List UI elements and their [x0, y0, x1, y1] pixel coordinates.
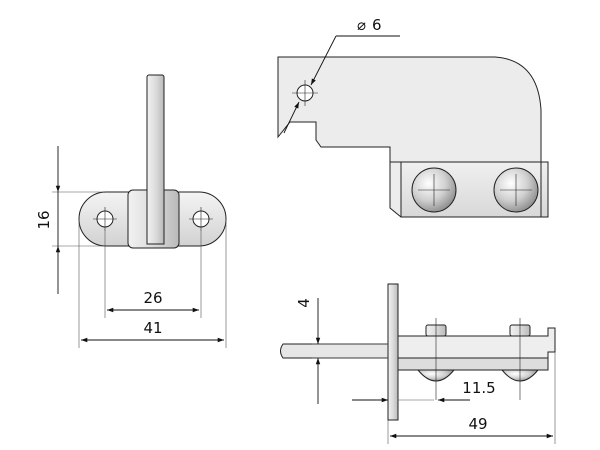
dim-11-5-label: 11.5 [462, 379, 495, 397]
dimension-height-16: 16 [35, 146, 104, 294]
channel-bracket [397, 327, 556, 359]
dim-diameter-symbol: ⌀ [357, 16, 366, 34]
dimension-offset-11-5: 11.5 [352, 379, 496, 403]
dimension-overall-length-49: 49 [387, 352, 556, 444]
horizontal-arm [280, 343, 389, 359]
dim-41-label: 41 [143, 319, 162, 337]
dim-16-label: 16 [35, 210, 53, 229]
side-view: ⌀ 6 [277, 16, 549, 218]
dim-4-label: 4 [295, 298, 313, 308]
vertical-plate [387, 283, 399, 421]
dimension-hole-spacing-26: 26 [104, 231, 202, 318]
dimension-thickness-4: 4 [295, 298, 388, 404]
front-view: 16 26 41 [35, 74, 227, 348]
dim-49-label: 49 [468, 415, 487, 433]
lower-flange [397, 357, 549, 371]
dim-6-label: 6 [372, 16, 382, 34]
dimension-diameter-6: ⌀ 6 [283, 16, 400, 134]
dimension-overall-41: 41 [78, 220, 227, 348]
top-view: 4 11.5 49 [280, 283, 556, 444]
dim-26-label: 26 [143, 289, 162, 307]
vertical-blade [146, 74, 165, 245]
